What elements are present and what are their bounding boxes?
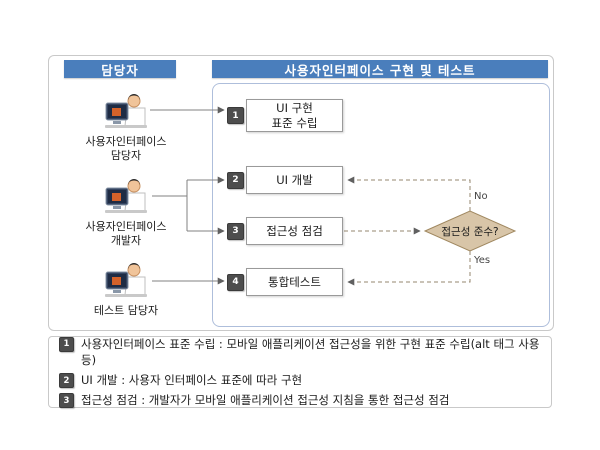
person-at-computer-icon — [105, 263, 147, 297]
step-integration-test: 4 통합테스트 — [227, 268, 343, 296]
step-accessibility-check: 3 접근성 점검 — [227, 217, 343, 245]
note-item: 3 접근성 점검 : 개발자가 모바일 애플리케이션 접근성 지침을 통한 접근… — [59, 392, 541, 409]
person-at-computer-icon — [105, 94, 147, 128]
step-number-badge: 4 — [227, 273, 244, 291]
legend-notes-panel: 1 사용자인터페이스 표준 수립 : 모바일 애플리케이션 접근성을 위한 구현… — [48, 336, 552, 409]
decision-label: 접근성 준수? — [441, 225, 499, 238]
step-ui-standard: 1 UI 구현 표준 수립 — [227, 99, 343, 132]
note-number-badge: 1 — [59, 336, 74, 352]
actor-label: 사용자인터페이스 담당자 — [85, 135, 167, 163]
step-ui-development: 2 UI 개발 — [227, 166, 343, 194]
note-text: 접근성 점검 : 개발자가 모바일 애플리케이션 접근성 지침을 통한 접근성 … — [81, 393, 450, 408]
note-text: UI 개발 : 사용자 인터페이스 표준에 따라 구현 — [81, 373, 303, 387]
decision-yes-label: Yes — [474, 255, 491, 266]
step-label: UI 구현 표준 수립 — [246, 99, 343, 132]
actor-label: 사용자인터페이스 개발자 — [85, 220, 167, 248]
note-item: 1 사용자인터페이스 표준 수립 : 모바일 애플리케이션 접근성을 위한 구현… — [59, 336, 541, 368]
actor-ui-manager: 사용자인터페이스 담당자 — [70, 92, 182, 164]
person-at-computer-icon — [105, 179, 147, 213]
step-label: 접근성 점검 — [246, 217, 343, 245]
step-number-badge: 1 — [227, 107, 244, 124]
step-number-badge: 3 — [227, 222, 244, 240]
actor-ui-developer: 사용자인터페이스 개발자 — [70, 177, 182, 249]
actor-label: 테스트 담당자 — [93, 304, 159, 317]
step-label: 통합테스트 — [246, 268, 343, 296]
note-text: 사용자인터페이스 표준 수립 : 모바일 애플리케이션 접근성을 위한 구현 표… — [81, 336, 540, 367]
note-number-badge: 3 — [59, 393, 74, 409]
lane-header-process: 사용자인터페이스 구현 및 테스트 — [212, 60, 548, 78]
step-label: UI 개발 — [246, 166, 343, 194]
decision-no-label: No — [474, 191, 488, 202]
lane-header-actors: 담당자 — [64, 60, 176, 78]
note-item: 2 UI 개발 : 사용자 인터페이스 표준에 따라 구현 — [59, 372, 541, 388]
step-number-badge: 2 — [227, 171, 244, 189]
actor-test-manager: 테스트 담당자 — [70, 261, 182, 318]
note-number-badge: 2 — [59, 373, 74, 388]
